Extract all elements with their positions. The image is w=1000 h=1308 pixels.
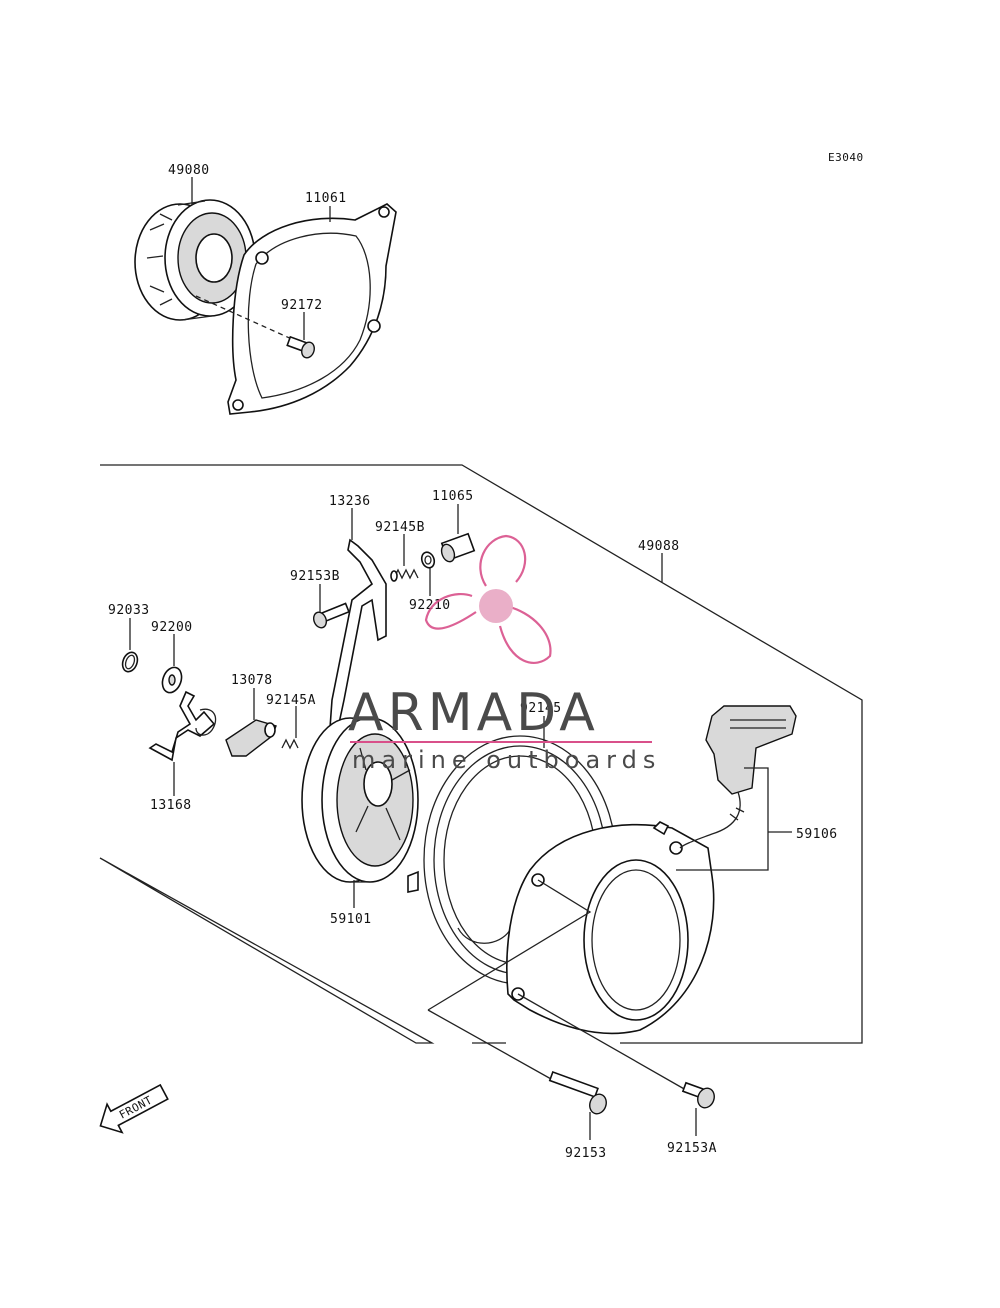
label-92153[interactable]: 92153	[565, 1146, 607, 1161]
label-13168[interactable]: 13168	[150, 798, 192, 813]
label-92210[interactable]: 92210	[409, 598, 451, 613]
label-92145[interactable]: 92145	[520, 701, 562, 716]
label-11061[interactable]: 11061	[305, 191, 347, 206]
label-92145B[interactable]: 92145B	[375, 520, 425, 535]
part-59106-handle	[679, 705, 797, 849]
label-92153B[interactable]: 92153B	[290, 569, 340, 584]
part-11061-gasket	[227, 203, 397, 415]
part-92153-bolt	[548, 1071, 607, 1115]
part-92200-washer	[161, 666, 183, 694]
part-11065-cap	[440, 532, 476, 563]
part-13236-lever	[329, 538, 387, 729]
assembly-frame-49088	[99, 464, 863, 1044]
part-92210-collar	[420, 551, 436, 569]
watermark-tagline: marine outboards	[352, 746, 661, 774]
label-59101[interactable]: 59101	[330, 912, 372, 927]
leader-59106	[676, 767, 792, 871]
label-49080[interactable]: 49080	[168, 163, 210, 178]
part-92033-ring	[121, 651, 139, 673]
front-arrow-icon: FRONT	[99, 1083, 169, 1134]
label-92153A[interactable]: 92153A	[667, 1141, 717, 1156]
label-92033[interactable]: 92033	[108, 603, 150, 618]
part-59101-pulley	[301, 717, 419, 883]
part-13078-pawl	[225, 719, 277, 757]
label-59106[interactable]: 59106	[796, 827, 838, 842]
label-92172[interactable]: 92172	[281, 298, 323, 313]
part-13168-clip	[148, 690, 217, 762]
bolt-guide-lines	[427, 879, 687, 1091]
label-92145A[interactable]: 92145A	[266, 693, 316, 708]
label-11065[interactable]: 11065	[432, 489, 474, 504]
label-92200[interactable]: 92200	[151, 620, 193, 635]
armada-logo-icon	[424, 534, 552, 664]
diagram-code: E3040	[828, 151, 864, 164]
label-49088[interactable]: 49088	[638, 539, 680, 554]
part-92145B-spring	[390, 568, 419, 582]
label-13078[interactable]: 13078	[231, 673, 273, 688]
part-92145A-spring	[281, 738, 299, 750]
watermark-brand: ARMADA	[348, 683, 599, 743]
part-92172-screw	[195, 295, 315, 359]
label-13236[interactable]: 13236	[329, 494, 371, 509]
part-92153B-bolt	[312, 602, 350, 629]
part-starter-case	[506, 821, 715, 1035]
part-92153A-bolt	[681, 1081, 715, 1109]
